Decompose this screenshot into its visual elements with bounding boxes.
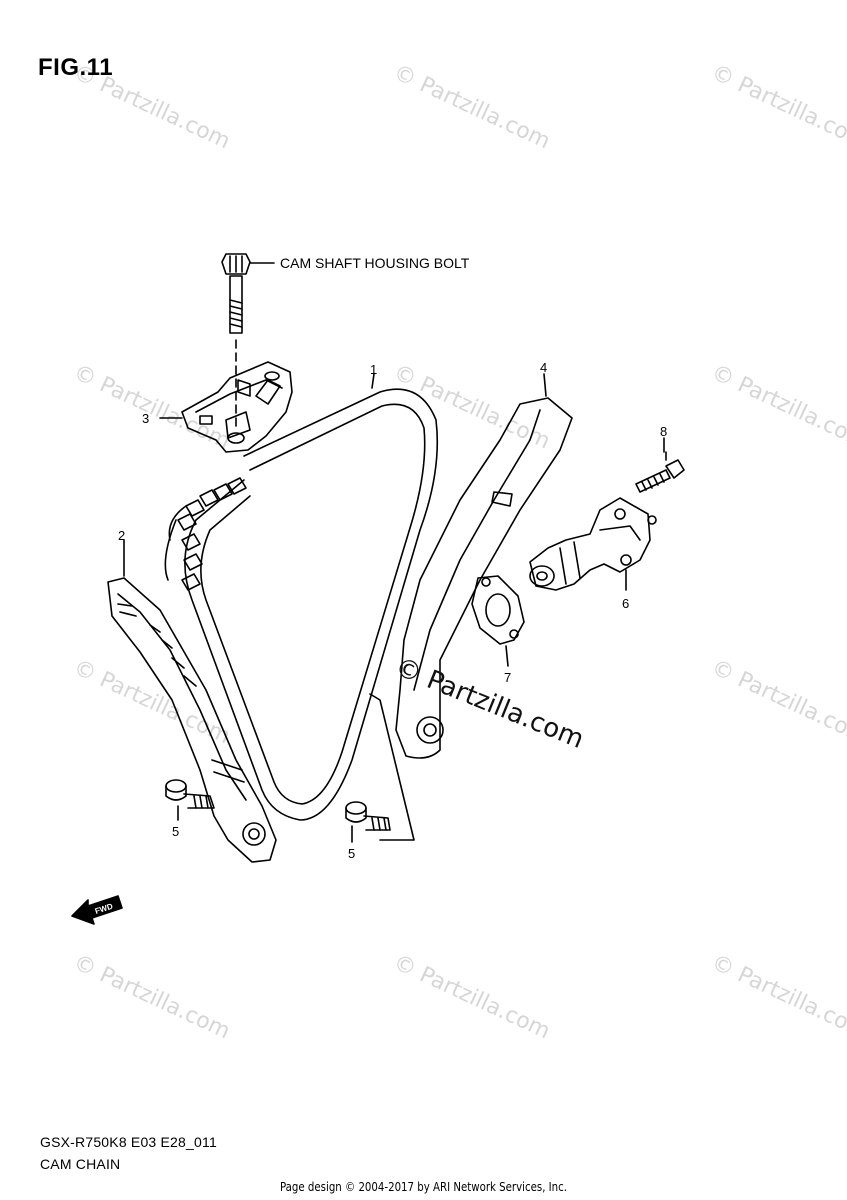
section-name: CAM CHAIN (40, 1156, 121, 1172)
page-footer: Page design © 2004-2017 by ARI Network S… (279, 1180, 568, 1194)
callout-2: 2 (118, 528, 125, 543)
callout-5-left: 5 (172, 824, 179, 839)
callout-4: 4 (540, 360, 547, 375)
callout-8: 8 (660, 424, 667, 439)
chain-guide-top (181, 361, 293, 453)
callout-7: 7 (504, 670, 511, 685)
callout-1: 1 (370, 362, 377, 377)
fwd-arrow-icon (71, 895, 123, 925)
cam-shaft-housing-bolt (221, 253, 275, 431)
tensioner-gasket (471, 575, 525, 645)
callout-3: 3 (142, 411, 149, 426)
callout-5-right: 5 (348, 846, 355, 861)
chain-guide-front (107, 577, 277, 863)
guide-bolt-left (165, 779, 215, 809)
guide-bolt-right (345, 693, 415, 841)
callout-6: 6 (622, 596, 629, 611)
cam-chain (164, 388, 439, 821)
chain-tensioner (529, 497, 657, 591)
cam-shaft-housing-bolt-label: CAM SHAFT HOUSING BOLT (280, 255, 470, 271)
figure-title: FIG.11 (38, 54, 114, 81)
model-code: GSX-R750K8 E03 E28_011 (40, 1134, 217, 1150)
tensioner-bolt (635, 451, 685, 493)
chain-guide-tension (395, 397, 573, 759)
